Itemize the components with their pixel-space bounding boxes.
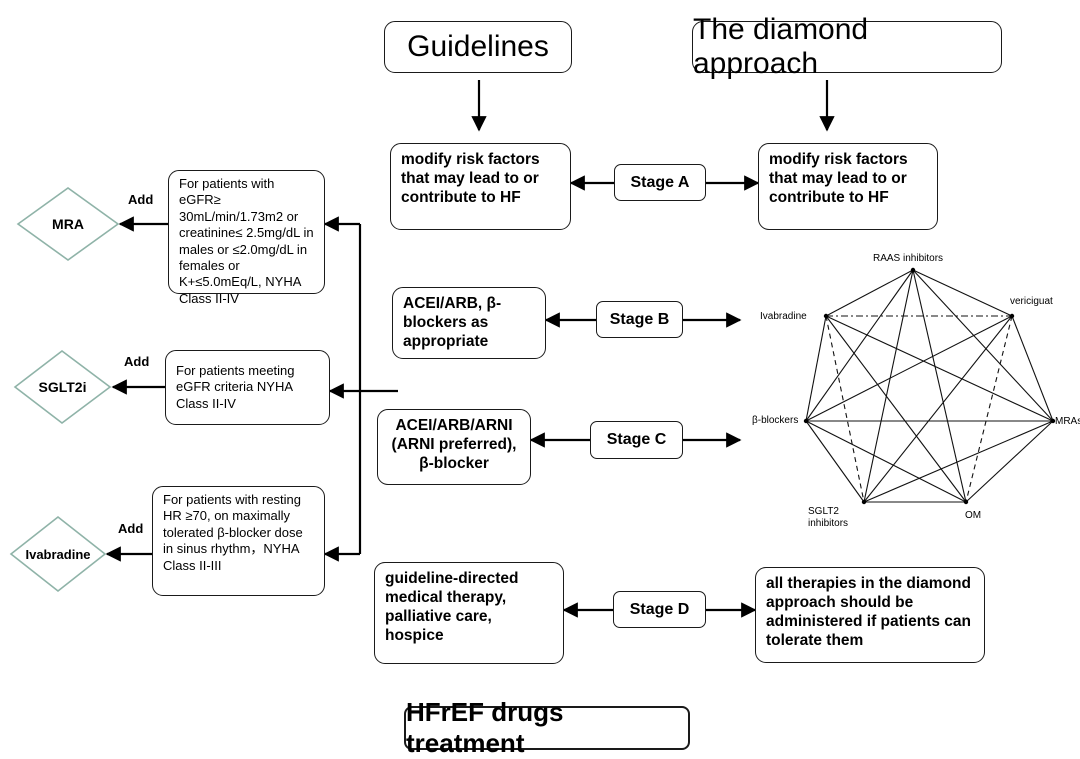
stage-b-guideline-box: ACEI/ARB, β-blockers as appropriate [392, 287, 546, 359]
node-beta-blockers: β-blockers [752, 415, 799, 426]
node-om: OM [965, 510, 982, 521]
sglt2i-add-label: Add [124, 354, 150, 369]
stage-a-guideline-box: modify risk factors that may lead to or … [390, 143, 571, 230]
stage-c-label: Stage C [590, 421, 683, 459]
sglt2i-diamond [13, 349, 112, 425]
stage-d-guideline-box: guideline-directed medical therapy, pall… [374, 562, 564, 664]
node-sglt2-inhibitors-line2: inhibitors [808, 518, 849, 529]
mra-label: MRA [52, 216, 84, 232]
node-ivabradine: Ivabradine [760, 311, 807, 322]
stage-d-label: Stage D [613, 591, 706, 628]
ivabradine-add-label: Add [118, 521, 144, 536]
diamond-network [805, 269, 1054, 503]
stage-c-guideline-box: ACEI/ARB/ARNI (ARNI preferred), β-blocke… [377, 409, 531, 485]
ivabradine-diamond [9, 515, 107, 593]
node-sglt2-inhibitors-line1: SGLT2 [808, 506, 839, 517]
figure-title: HFrEF drugs treatment [404, 697, 690, 758]
stage-b-label: Stage B [596, 301, 683, 338]
stage-a-label: Stage A [614, 164, 706, 201]
stage-a-diamond-box: modify risk factors that may lead to or … [758, 143, 938, 230]
mra-diamond [16, 187, 120, 261]
ivabradine-criteria-box: For patients with resting HR ≥70, on max… [152, 486, 325, 596]
node-mras: MRAs [1055, 416, 1080, 427]
guidelines-header: Guidelines [384, 21, 572, 73]
stage-d-diamond-box: all therapies in the diamond approach sh… [755, 567, 985, 663]
sglt2i-criteria-box: For patients meeting eGFR criteria NYHA … [165, 350, 330, 425]
node-raas-inhibitors: RAAS inhibitors [873, 253, 944, 264]
ivabradine-label: Ivabradine [25, 546, 91, 562]
node-vericiguat: vericiguat [1010, 296, 1053, 307]
mra-add-label: Add [128, 192, 154, 207]
mra-criteria-box: For patients with eGFR≥ 30mL/min/1.73m2 … [168, 170, 325, 306]
sglt2i-label: SGLT2i [38, 379, 87, 395]
diamond-approach-header: The diamond approach [692, 13, 1002, 80]
